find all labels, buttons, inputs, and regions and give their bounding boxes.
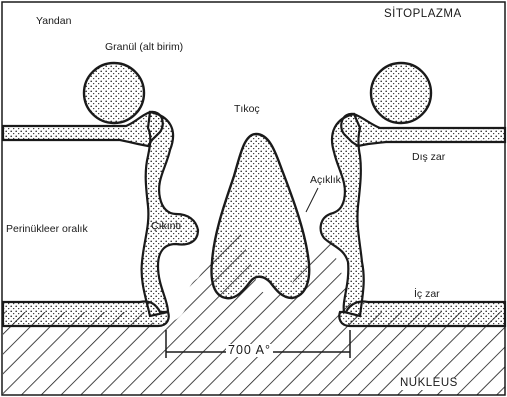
granule-right <box>371 63 431 123</box>
pore-wall-left <box>142 112 198 316</box>
granule-left <box>84 63 144 123</box>
label-granule: Granül (alt birim) <box>105 42 183 53</box>
outer-membrane-left <box>3 112 163 146</box>
label-inner-membrane: İç zar <box>414 289 440 300</box>
label-outer-membrane: Dış zar <box>412 152 445 163</box>
label-perinuclear-space: Perinükleer oralık <box>6 224 88 235</box>
label-cytoplasm: SİTOPLAZMA <box>384 9 462 21</box>
label-side-view: Yandan <box>36 16 71 27</box>
inner-membrane-left <box>3 301 169 326</box>
label-dimension: 700 A° <box>226 344 273 357</box>
label-plug: Tıkoç <box>234 104 260 115</box>
label-nucleus: NUKLEUS <box>398 378 460 390</box>
central-plug <box>212 134 310 298</box>
outer-membrane-right <box>341 114 505 146</box>
label-projection: Çıkıntı <box>151 221 181 232</box>
opening-leader <box>306 188 318 212</box>
label-opening: Açıklık <box>310 175 341 186</box>
inner-membrane-right <box>339 301 505 326</box>
